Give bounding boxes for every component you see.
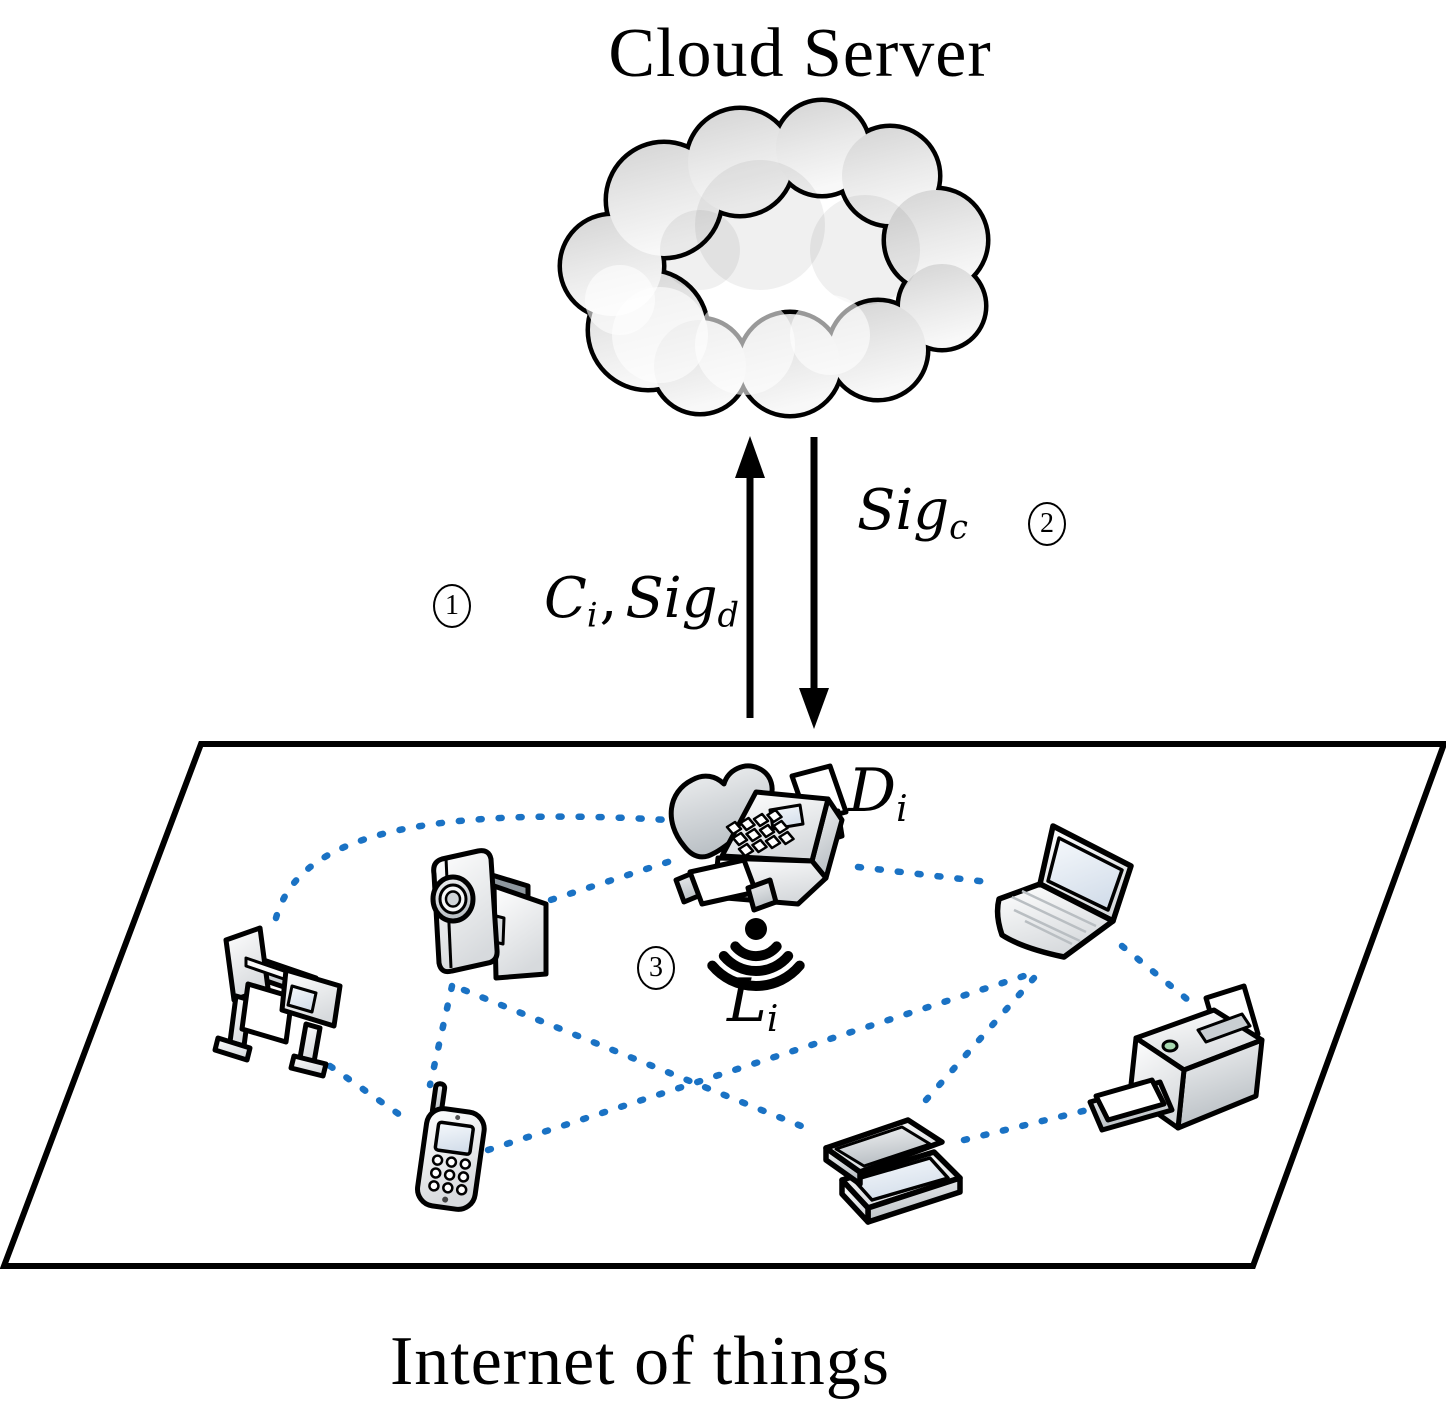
link-camera-phone [426, 982, 456, 1089]
up-arrow-icon [735, 436, 765, 718]
mobile-phone-icon [415, 1081, 487, 1212]
link-scanner-printer [960, 1100, 1116, 1144]
fax-machine-icon [668, 763, 849, 913]
down-arrow-icon [799, 437, 829, 729]
video-camera-icon [430, 848, 549, 981]
link-plotter-fax [272, 813, 672, 922]
link-scanner-laptop [922, 974, 1038, 1104]
laptop-icon [994, 823, 1134, 960]
printer-icon [1087, 983, 1265, 1133]
scanner-icon [823, 1117, 963, 1225]
link-plotter-phone [326, 1062, 414, 1126]
device-links [272, 813, 1192, 1154]
link-camera-fax [528, 856, 678, 910]
wireless-signal-icon [707, 918, 805, 991]
plotter-icon [212, 925, 343, 1079]
link-fax-laptop [854, 863, 992, 886]
cloud-icon [557, 97, 991, 419]
link-camera-scanner [460, 986, 820, 1136]
link-phone-laptop [484, 970, 1034, 1154]
link-laptop-printer [1118, 942, 1192, 1004]
